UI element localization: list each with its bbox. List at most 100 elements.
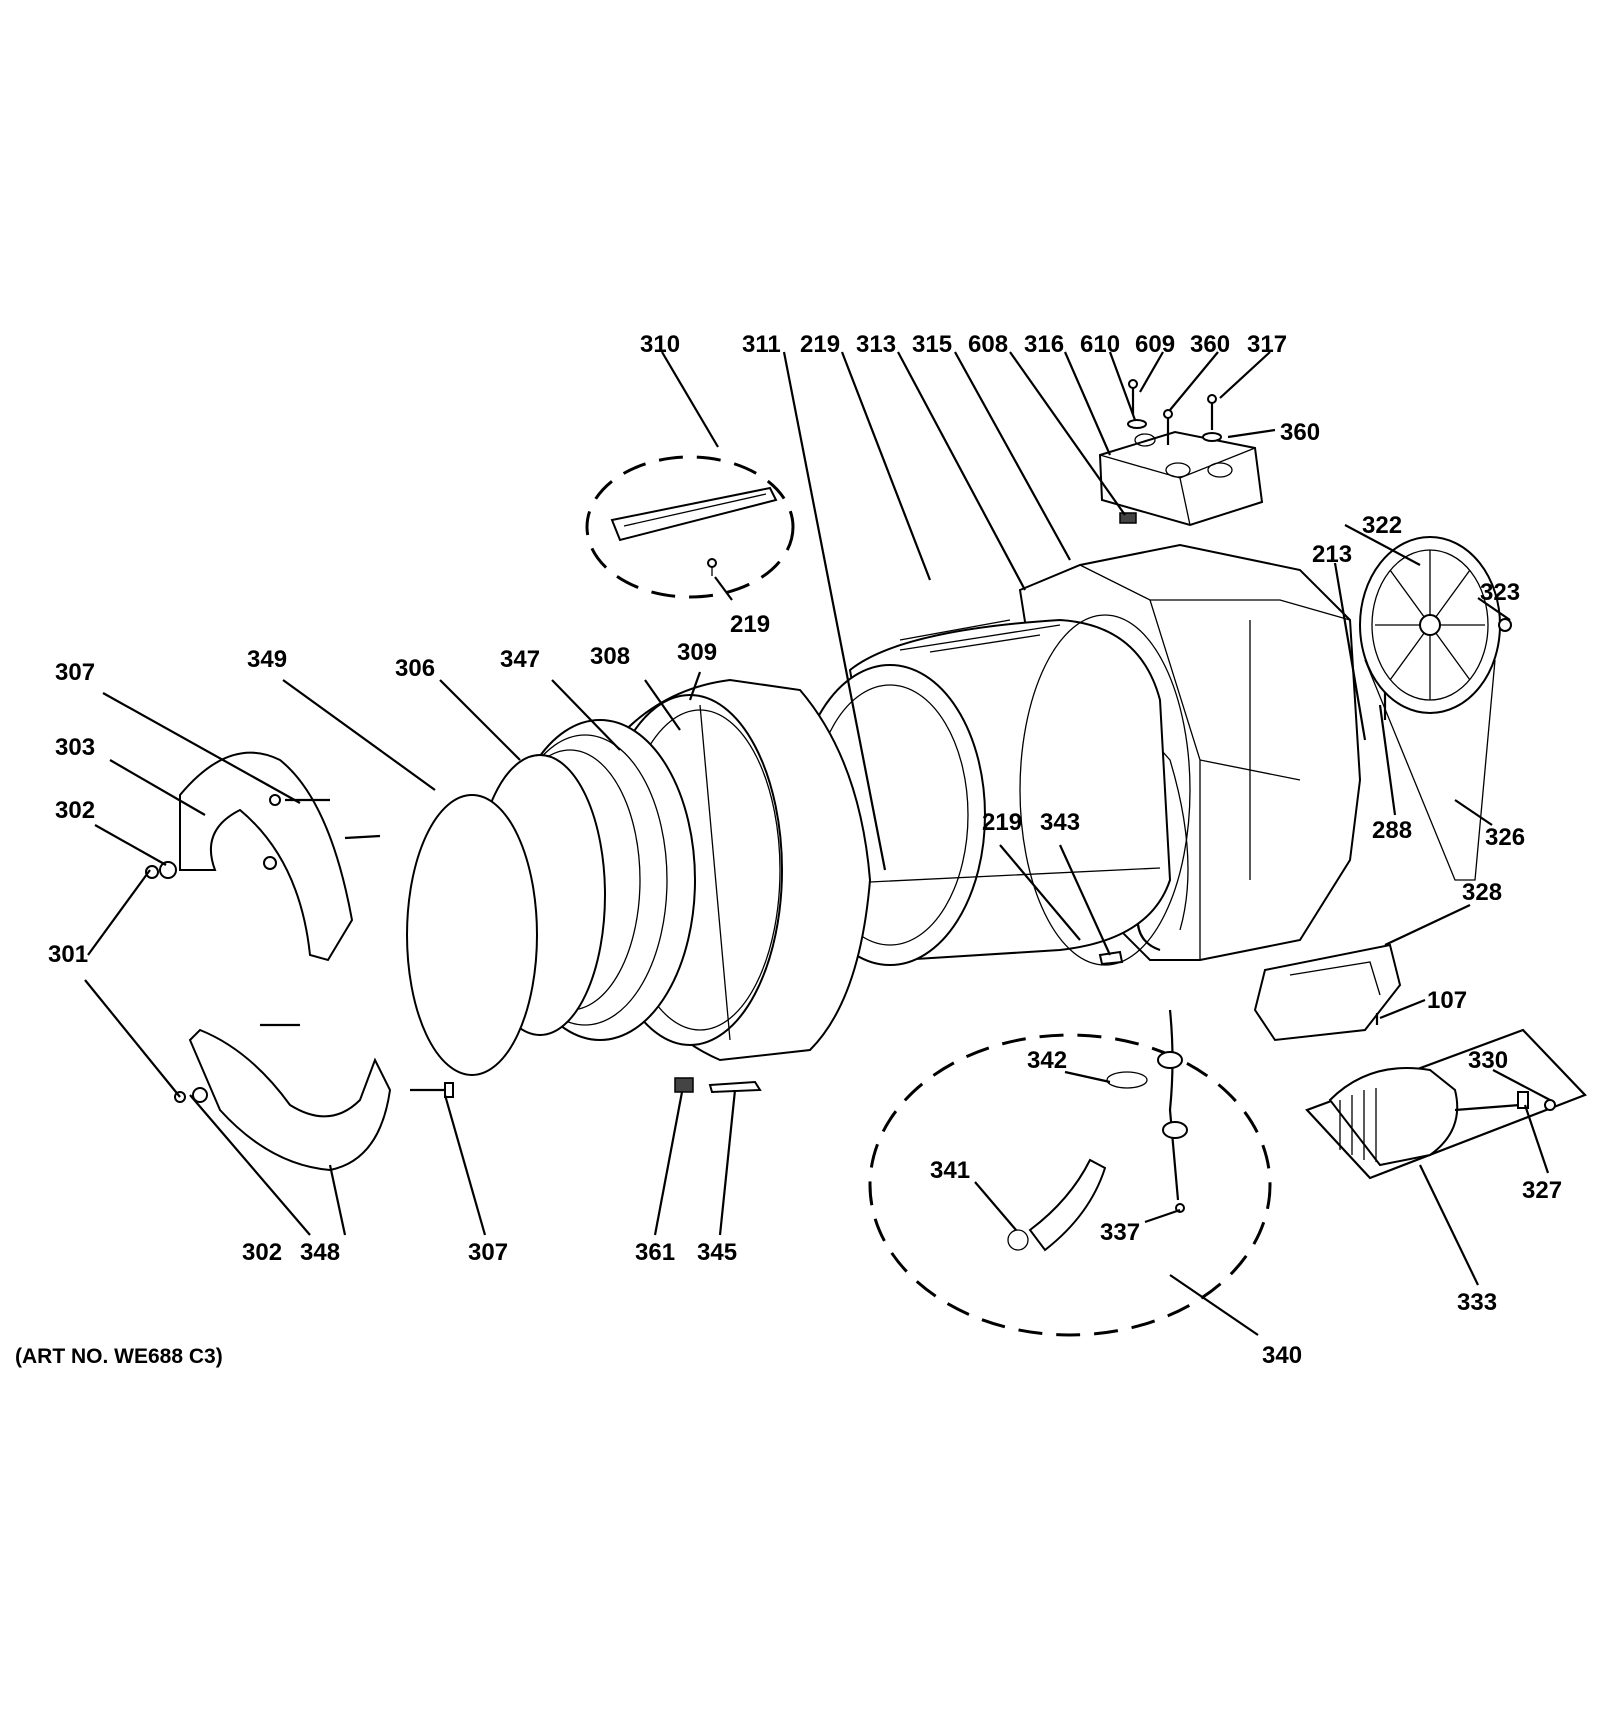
counterweight-bolts	[1119, 379, 1222, 524]
leader-327	[1523, 1104, 1550, 1174]
pulley-hub	[1419, 614, 1441, 636]
washer-302a	[159, 861, 177, 879]
leader-303	[109, 759, 206, 816]
callout-609: 609	[1135, 331, 1175, 358]
part-330-screw	[1544, 1099, 1556, 1111]
callout-316: 316	[1024, 331, 1064, 358]
leader-342	[1064, 1070, 1111, 1084]
counterweight-body	[1098, 430, 1264, 527]
part-326-belt	[1364, 659, 1496, 881]
callout-317: 317	[1247, 331, 1287, 358]
callout-361: 361	[635, 1239, 675, 1266]
upper-weight-bolt-2	[344, 834, 381, 840]
callout-328: 328	[1462, 879, 1502, 906]
leader-340	[1169, 1274, 1259, 1336]
part-343-clip	[1098, 950, 1124, 966]
part-310-group	[585, 455, 795, 599]
callout-313: 313	[856, 331, 896, 358]
leader-343	[1058, 844, 1112, 956]
leader-310	[661, 351, 719, 448]
leader-302b	[189, 1094, 311, 1236]
leader-317	[1219, 351, 1271, 399]
leader-330	[1492, 1069, 1551, 1101]
part-361-sensor	[674, 1077, 694, 1093]
leader-323	[1477, 597, 1511, 621]
front-tub-seam	[699, 704, 731, 1041]
part-328-bracket	[1253, 943, 1402, 1042]
part-310-dispenser	[610, 486, 778, 542]
bolt-mid-head	[1163, 409, 1173, 419]
callout-306: 306	[395, 655, 435, 682]
leader-309	[688, 671, 702, 701]
callout-608: 608	[968, 331, 1008, 358]
leader-315	[954, 351, 1071, 561]
callout-323: 323	[1480, 579, 1520, 606]
callout-310: 310	[640, 331, 680, 358]
washer-610	[1127, 419, 1147, 429]
bracket-body	[1253, 943, 1402, 1042]
counterweight-hole-1	[1165, 462, 1191, 478]
callout-360: 360	[1190, 331, 1230, 358]
motor-body	[1328, 1067, 1459, 1167]
basket-seams	[869, 624, 1161, 883]
counterweight-hole-3	[1134, 433, 1156, 447]
upper-weight-washer	[263, 856, 277, 870]
part-316-counterweight	[1098, 430, 1264, 527]
basket-rear-ring	[1019, 614, 1191, 966]
leader-609	[1139, 351, 1164, 393]
part-323-bolt	[1498, 618, 1512, 632]
leader-360b	[1227, 428, 1276, 439]
leader-608	[1009, 351, 1126, 516]
callout-219: 219	[730, 611, 770, 638]
leader-301b	[84, 979, 181, 1098]
leader-213	[1333, 562, 1367, 741]
part-310-detail	[623, 493, 767, 527]
callout-288: 288	[1372, 817, 1412, 844]
callout-330: 330	[1468, 1047, 1508, 1074]
hose-tube	[1168, 1009, 1180, 1201]
callout-302: 302	[242, 1239, 282, 1266]
bracket-edge	[1289, 961, 1381, 996]
part-340-hose-group	[868, 1009, 1272, 1337]
part-322-pulley	[1359, 536, 1512, 714]
part-349-glass	[406, 794, 538, 1076]
leader-326	[1454, 799, 1493, 826]
motor-shaft	[1454, 1103, 1521, 1112]
part-327-clip	[1517, 1091, 1529, 1109]
leader-311	[782, 351, 887, 871]
part-348-lower-weight	[174, 1023, 454, 1172]
drain-hose	[1028, 1158, 1107, 1252]
callout-213: 213	[1312, 541, 1352, 568]
callout-337: 337	[1100, 1219, 1140, 1246]
leader-219b	[714, 576, 733, 601]
leader-288	[1378, 704, 1397, 816]
screw-219-small	[707, 558, 717, 568]
motor-fins	[1339, 1088, 1377, 1162]
leader-348	[328, 1164, 347, 1236]
leader-360a	[1169, 351, 1219, 411]
callout-302: 302	[55, 797, 95, 824]
hose-ferrite-2	[1162, 1121, 1188, 1139]
leader-316	[1063, 351, 1112, 456]
counterweight-edges	[1099, 447, 1256, 526]
washer-360	[1202, 432, 1222, 442]
bolt-609-head	[1128, 379, 1138, 389]
washer-301a	[145, 865, 159, 879]
washer-302b	[192, 1087, 208, 1103]
leader-306	[439, 679, 521, 761]
callout-341: 341	[930, 1157, 970, 1184]
callout-326: 326	[1485, 824, 1525, 851]
leader-328	[1384, 904, 1471, 946]
leader-302a	[94, 824, 167, 866]
leader-307a	[102, 692, 301, 804]
callout-309: 309	[677, 639, 717, 666]
bolt-317-head	[1207, 394, 1217, 404]
callout-322: 322	[1362, 512, 1402, 539]
callout-219: 219	[800, 331, 840, 358]
callout-307: 307	[468, 1239, 508, 1266]
callout-610: 610	[1080, 331, 1120, 358]
basket-holes	[899, 619, 1041, 653]
callout-107: 107	[1427, 987, 1467, 1014]
counterweight-hole-2	[1207, 462, 1233, 478]
